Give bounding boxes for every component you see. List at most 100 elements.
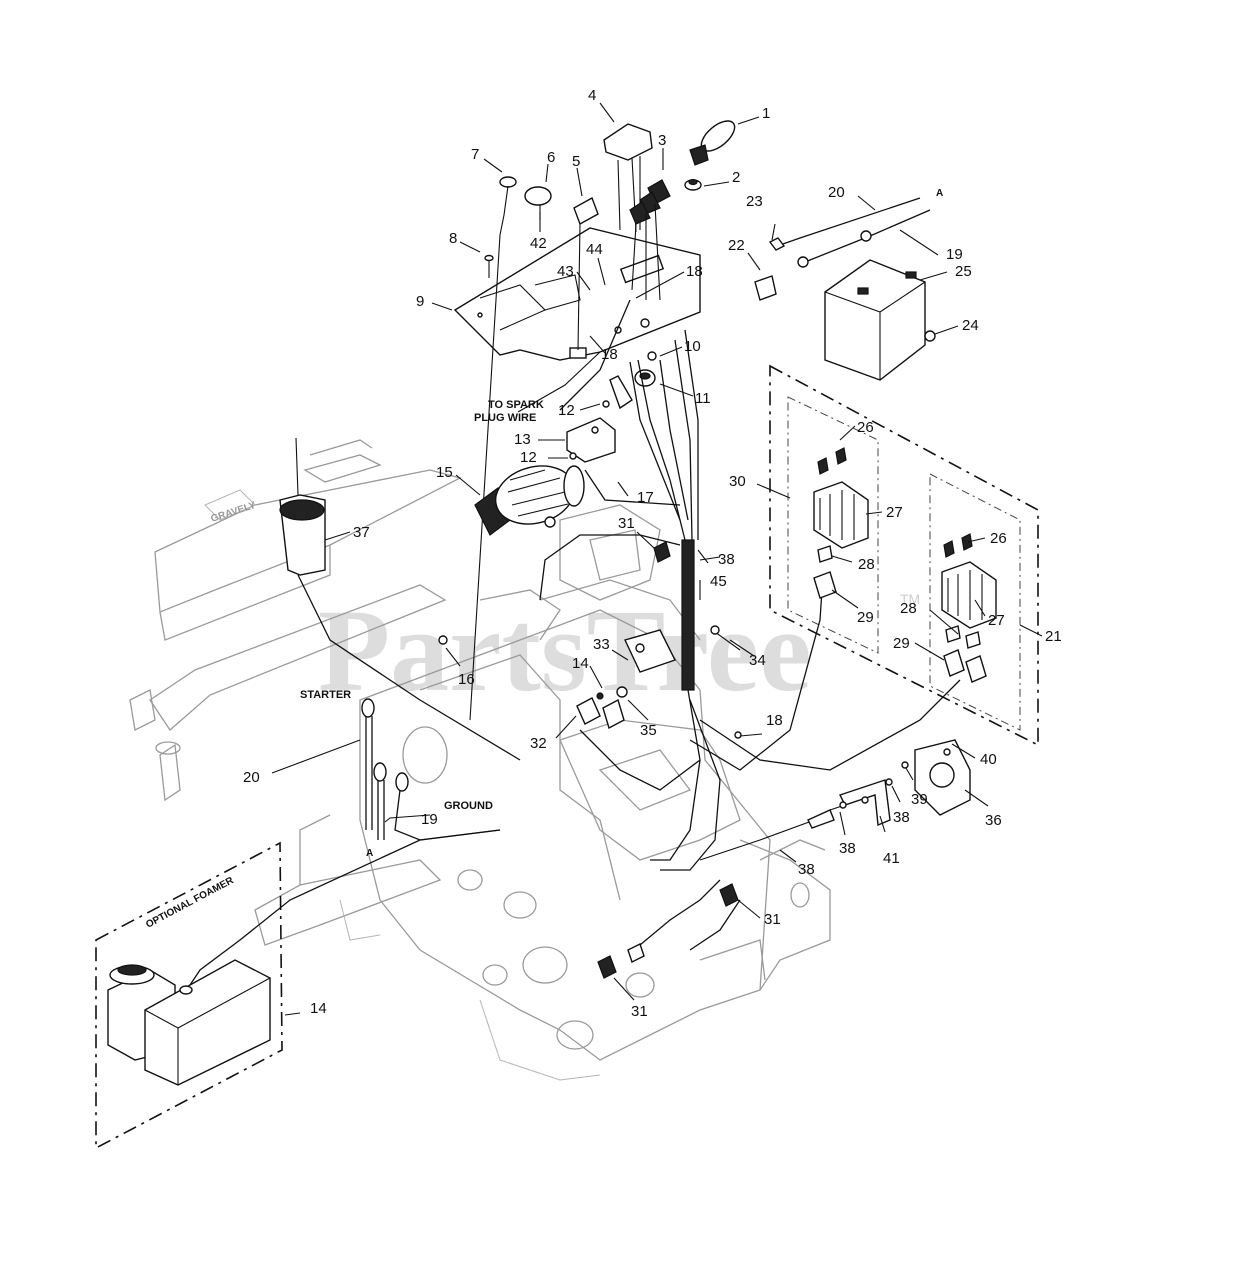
note-to-spark-1: TO SPARK <box>488 399 544 411</box>
group-21-border <box>769 364 1039 747</box>
watermark-text: PartsTree <box>318 585 812 716</box>
module-13 <box>566 375 633 463</box>
frame-brand-text: GRAVELY <box>210 500 258 525</box>
callout-33: 33 <box>593 636 610 653</box>
callout-21: 21 <box>1045 628 1062 645</box>
fuse-block-left <box>813 447 869 599</box>
callout-11: 11 <box>695 390 711 407</box>
foamer-tank-37 <box>279 437 521 761</box>
pump <box>474 465 585 536</box>
rocker-switches <box>629 179 671 301</box>
callout-10: 10 <box>684 338 701 355</box>
callout-23: 23 <box>746 193 763 210</box>
throttle-knob <box>469 176 517 721</box>
callout-41: 41 <box>883 850 900 867</box>
callout-18-b: 18 <box>601 346 618 363</box>
callout-37: 37 <box>353 524 370 541</box>
callout-38-c: 38 <box>839 840 856 857</box>
cable-38 <box>699 761 909 861</box>
ref-a-bottom: A <box>366 848 373 859</box>
callout-20-b: 20 <box>243 769 260 786</box>
callout-28-b: 28 <box>900 600 917 617</box>
battery-cables <box>754 197 936 342</box>
note-to-spark-2: PLUG WIRE <box>474 412 536 424</box>
callout-44: 44 <box>586 241 603 258</box>
callout-36: 36 <box>985 812 1002 829</box>
callout-19-a: 19 <box>946 246 963 263</box>
knob-42 <box>524 186 552 220</box>
callout-39: 39 <box>911 791 928 808</box>
fuse-block-right <box>941 533 997 683</box>
callout-24: 24 <box>962 317 979 334</box>
callout-17: 17 <box>637 489 654 506</box>
callout-leaders <box>271 102 1043 1016</box>
callout-34: 34 <box>749 652 766 669</box>
pto-switch <box>573 196 599 351</box>
nut-16 <box>438 635 448 645</box>
foamer-group-border <box>95 841 283 1150</box>
group-30-border <box>787 396 879 654</box>
callout-31-a: 31 <box>618 515 635 532</box>
ref-a-top: A <box>936 188 943 199</box>
callout-28-a: 28 <box>858 556 875 573</box>
callout-1: 1 <box>762 105 770 122</box>
callout-12-a: 12 <box>558 402 575 419</box>
bushing-11 <box>634 351 657 387</box>
mower-frame: GRAVELY <box>129 439 831 1081</box>
callout-9: 9 <box>416 293 424 310</box>
callout-labels: 1 2 3 4 5 6 7 8 9 10 11 12 13 12 15 16 1… <box>243 87 1062 1020</box>
screw-18-lower <box>734 731 742 739</box>
callout-38-d: 38 <box>893 809 910 826</box>
screw-8 <box>484 254 494 278</box>
callout-40: 40 <box>980 751 997 768</box>
ignition-switch <box>684 178 702 191</box>
callout-20-a: 20 <box>828 184 845 201</box>
callout-31-c: 31 <box>631 1003 648 1020</box>
callout-27-b: 27 <box>988 612 1005 629</box>
callout-13: 13 <box>514 431 531 448</box>
callout-31-b: 31 <box>764 911 781 928</box>
note-optional-foamer: OPTIONAL FOAMER <box>144 875 236 931</box>
callout-12-b: 12 <box>520 449 537 466</box>
optional-foamer <box>107 829 501 1086</box>
callout-14-a: 14 <box>572 655 589 672</box>
note-ground: GROUND <box>444 800 493 812</box>
relays-32 <box>576 629 676 730</box>
callout-43: 43 <box>557 263 574 280</box>
wiring-harness <box>539 299 961 951</box>
watermark-tm: TM <box>900 591 920 607</box>
callout-14-b: 14 <box>310 1000 327 1017</box>
battery <box>824 259 926 381</box>
group-21-inner-border <box>929 473 1021 731</box>
callout-38-a: 38 <box>718 551 735 568</box>
callout-29-a: 29 <box>857 609 874 626</box>
callout-4: 4 <box>588 87 596 104</box>
bracket-41 <box>839 778 893 827</box>
callout-35: 35 <box>640 722 657 739</box>
screw-34 <box>710 625 741 651</box>
callout-16: 16 <box>458 671 475 688</box>
callout-42: 42 <box>530 235 547 252</box>
callout-27-a: 27 <box>886 504 903 521</box>
callout-18-a: 18 <box>686 263 703 280</box>
callout-26-a: 26 <box>857 419 874 436</box>
bracket-36 <box>914 739 971 816</box>
callout-2: 2 <box>732 169 740 186</box>
dash-panel <box>453 227 701 361</box>
callout-6: 6 <box>547 149 555 166</box>
callout-19-b: 19 <box>421 811 438 828</box>
callout-18-c: 18 <box>766 712 783 729</box>
callout-5: 5 <box>572 153 580 170</box>
callout-29-b: 29 <box>893 635 910 652</box>
callout-30: 30 <box>729 473 746 490</box>
callout-22: 22 <box>728 237 745 254</box>
connectors-31 <box>597 541 739 979</box>
callout-32: 32 <box>530 735 547 752</box>
key-fob <box>689 120 736 166</box>
callout-8: 8 <box>449 230 457 247</box>
callout-25: 25 <box>955 263 972 280</box>
callout-26-b: 26 <box>990 530 1007 547</box>
note-starter: STARTER <box>300 689 351 701</box>
callout-38-b: 38 <box>798 861 815 878</box>
